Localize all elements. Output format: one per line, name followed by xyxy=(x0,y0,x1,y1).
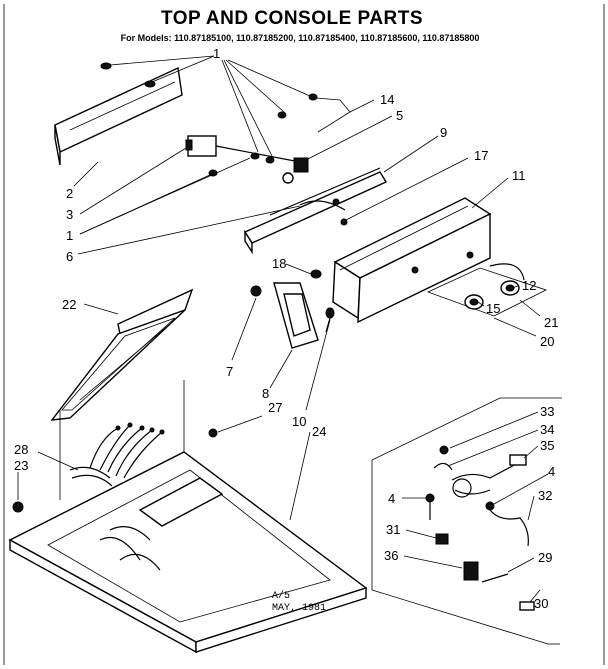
callout-3: 3 xyxy=(66,207,73,222)
callout-33: 33 xyxy=(540,404,554,419)
callout-1-left: 1 xyxy=(66,228,73,243)
callout-15: 15 xyxy=(486,301,500,316)
callout-27: 27 xyxy=(268,400,282,415)
callout-29: 29 xyxy=(538,550,552,565)
part-door-switch-harness xyxy=(425,445,535,611)
callout-14: 14 xyxy=(380,92,394,107)
callout-2: 2 xyxy=(66,186,73,201)
part-washer-23 xyxy=(12,501,24,513)
callout-21: 21 xyxy=(544,315,558,330)
diagram-title: TOP AND CONSOLE PARTS xyxy=(161,8,423,29)
callout-34: 34 xyxy=(540,422,554,437)
callout-1-top: 1 xyxy=(213,46,220,61)
part-wire-harness xyxy=(69,422,165,571)
part-bracket-panel xyxy=(54,66,183,166)
callout-24: 24 xyxy=(312,424,326,439)
part-switch xyxy=(185,135,301,163)
callout-9: 9 xyxy=(440,125,447,140)
callout-4-right: 4 xyxy=(548,464,555,479)
callout-32: 32 xyxy=(538,488,552,503)
callout-30: 30 xyxy=(534,596,548,611)
callout-35: 35 xyxy=(540,438,554,453)
callout-17: 17 xyxy=(474,148,488,163)
footer-page-code: A/5 xyxy=(272,590,290,602)
callout-4-left: 4 xyxy=(388,491,395,506)
model-numbers: For Models: 110.87185100, 110.87185200, … xyxy=(121,33,480,43)
callout-31: 31 xyxy=(386,522,400,537)
part-top-panel xyxy=(8,380,368,654)
callout-6: 6 xyxy=(66,249,73,264)
leader-lines xyxy=(17,55,549,603)
part-screw-18 xyxy=(310,269,322,279)
part-angle-bracket xyxy=(273,282,319,349)
callout-11: 11 xyxy=(512,168,526,183)
callout-7: 7 xyxy=(226,364,233,379)
part-knob xyxy=(250,285,262,297)
callout-10: 10 xyxy=(292,414,306,429)
part-control-rail xyxy=(243,167,388,255)
part-screw-27 xyxy=(208,428,218,438)
callout-12: 12 xyxy=(522,278,536,293)
callout-8: 8 xyxy=(262,386,269,401)
callout-5: 5 xyxy=(396,108,403,123)
part-timer-assembly xyxy=(426,263,548,317)
part-clip xyxy=(282,157,309,184)
callout-20: 20 xyxy=(540,334,554,349)
inset-box xyxy=(371,397,562,645)
callout-18: 18 xyxy=(272,256,286,271)
callout-28: 28 xyxy=(14,442,28,457)
part-lint-screen xyxy=(50,288,194,421)
callout-22: 22 xyxy=(62,297,76,312)
part-screw-10 xyxy=(325,307,335,333)
callout-36: 36 xyxy=(384,548,398,563)
footer-date: MAY, 1981 xyxy=(272,603,326,614)
callout-labels: 1 14 5 9 17 11 2 3 1 6 18 12 15 21 20 22… xyxy=(14,46,558,611)
part-console xyxy=(332,197,492,324)
callout-23: 23 xyxy=(14,458,28,473)
